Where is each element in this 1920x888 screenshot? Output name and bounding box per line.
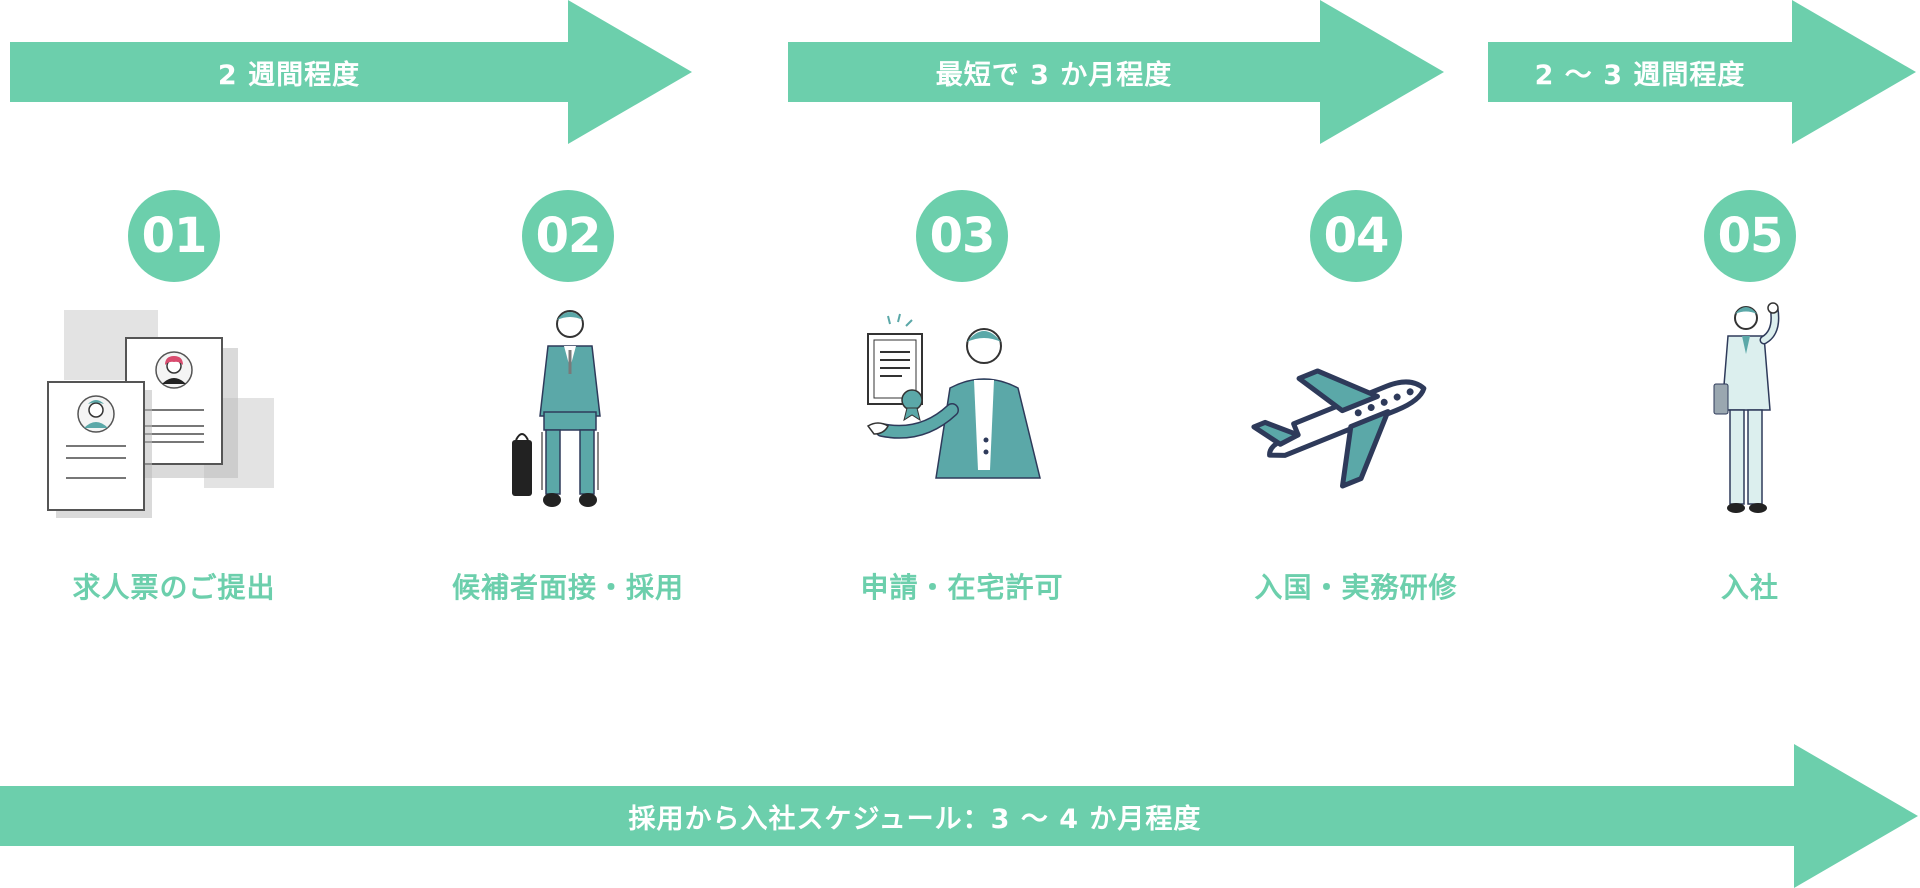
phase-arrow-2: 最短で 3 か月程度 [788, 0, 1444, 144]
step-number-badge: 05 [1704, 190, 1796, 282]
step-title: 候補者面接・採用 [451, 571, 684, 604]
seated-candidate-icon [512, 310, 601, 507]
phase-arrow-1: 2 週間程度 [10, 0, 692, 144]
step-title: 入社 [1720, 571, 1779, 604]
step-01: 01 求人票のご提出 [24, 190, 324, 606]
phase-arrow-3: 2 〜 3 週間程度 [1488, 0, 1916, 144]
phase-label: 2 週間程度 [217, 59, 361, 91]
step-number-badge: 01 [128, 190, 220, 282]
step-03: 03 申請・在宅許可 [812, 190, 1112, 606]
phase-label: 2 〜 3 週間程度 [1534, 59, 1746, 91]
step-05: 05 入社 [1600, 190, 1900, 606]
step-number-badge: 02 [522, 190, 614, 282]
certificate-presenter-icon [866, 313, 1041, 479]
resume-documents-icon [47, 310, 274, 518]
standing-employee-icon [1713, 302, 1780, 513]
airplane-icon [1251, 368, 1427, 489]
step-number-badge: 04 [1310, 190, 1402, 282]
step-title: 申請・在宅許可 [860, 571, 1064, 604]
schedule-arrow: 採用から入社スケジュール：3 〜 4 か月程度 [0, 744, 1918, 888]
schedule-label: 採用から入社スケジュール：3 〜 4 か月程度 [628, 803, 1202, 835]
step-number-badge: 03 [916, 190, 1008, 282]
step-title: 求人票のご提出 [72, 571, 276, 604]
step-04: 04 入国・実務研修 [1206, 190, 1506, 606]
step-02: 02 候補者面接・採用 [418, 190, 718, 606]
phase-label: 最短で 3 か月程度 [935, 59, 1173, 91]
step-title: 入国・実務研修 [1254, 571, 1458, 604]
